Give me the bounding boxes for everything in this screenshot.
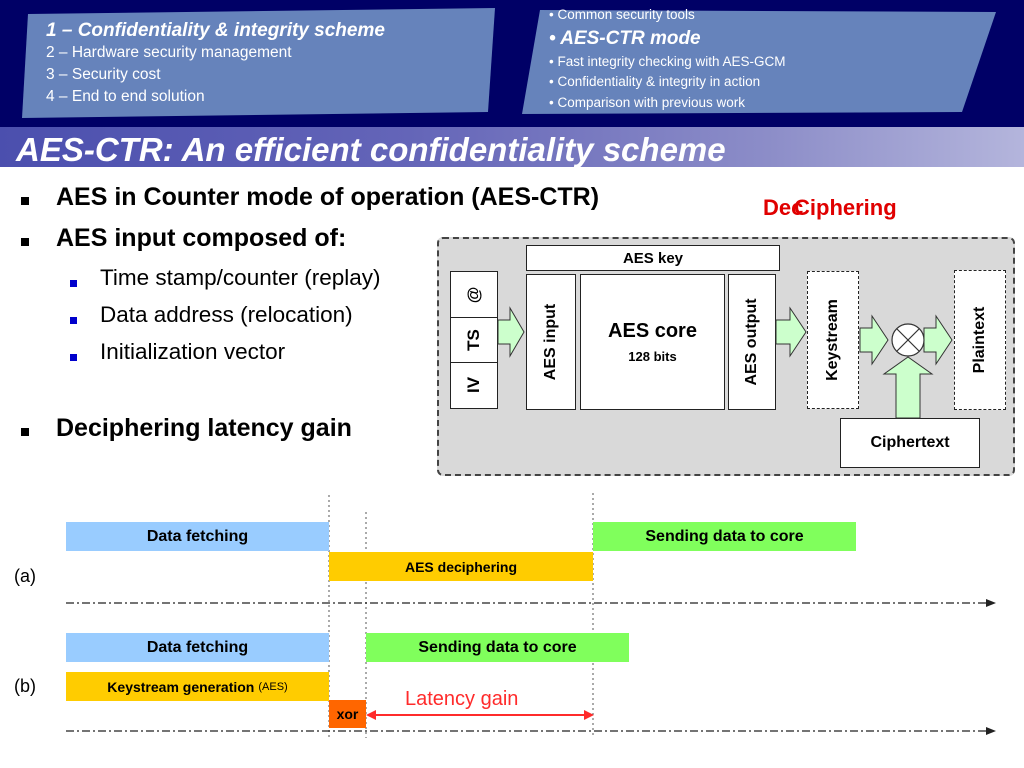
bar-b-keystream-generation: Keystream generation (AES) — [66, 672, 329, 701]
aes-core-bits: 128 bits — [628, 349, 677, 364]
divider — [451, 362, 497, 363]
bar-a-aes-deciphering: AES deciphering — [329, 552, 593, 581]
bar-b-keystream-label: Keystream generation — [107, 678, 255, 695]
aes-key-label: AES key — [622, 249, 684, 267]
latency-arrow-left-icon — [366, 710, 376, 720]
bar-b-data-fetching: Data fetching — [66, 633, 329, 662]
deciphering-label: Dec Ciphering — [763, 195, 897, 221]
bar-a-fetch-label: Data fetching — [146, 527, 249, 545]
latency-arrow-right-icon — [584, 710, 594, 720]
sub-bullet-marker — [70, 280, 77, 287]
sub-bullet-address: Data address (relocation) — [100, 302, 353, 327]
outline-section-2[interactable]: 2 – Hardware security management — [46, 44, 292, 61]
arrow-to-xor — [859, 314, 889, 366]
bullet-aes-input: AES input composed of: — [56, 224, 347, 252]
sub-bullet-marker — [70, 354, 77, 361]
bullet-marker — [21, 428, 29, 436]
keystream-box: Keystream — [807, 271, 859, 409]
bullet-aes-ctr: AES in Counter mode of operation (AES-CT… — [56, 183, 600, 211]
aes-key-box: AES key — [526, 245, 780, 271]
outline-sub-current[interactable]: • AES-CTR mode — [549, 27, 701, 49]
arrow-to-aes-input — [497, 306, 525, 358]
ciphering-text: Ciphering — [794, 195, 897, 220]
aes-input-box: AES input — [526, 274, 576, 410]
arrow-to-keystream — [775, 306, 807, 358]
outline-left: 1 – Confidentiality & integrity scheme 2… — [46, 20, 385, 108]
input-fields-box: @ TS IV — [450, 271, 498, 409]
bar-a-send-label: Sending data to core — [645, 527, 804, 545]
outline-sub-common-tools[interactable]: • Common security tools — [549, 7, 695, 22]
aes-core-label: AES core — [608, 320, 697, 342]
bar-b-keystream-note: (AES) — [258, 680, 288, 693]
header-shapes — [22, 8, 996, 118]
slide-title: AES-CTR: An efficient confidentiality sc… — [16, 131, 726, 168]
outline-sub-action[interactable]: • Confidentiality & integrity in action — [549, 74, 761, 89]
outline-left-box — [22, 8, 495, 118]
ciphertext-box: Ciphertext — [840, 418, 980, 468]
sub-bullet-timestamp: Time stamp/counter (replay) — [100, 265, 381, 290]
bar-b-send-label: Sending data to core — [418, 638, 577, 656]
bullet-marker — [21, 238, 29, 246]
sub-bullet-iv: Initialization vector — [100, 339, 286, 364]
outline-sub-comparison[interactable]: • Comparison with previous work — [549, 94, 746, 110]
case-b-label: (b) — [14, 676, 36, 696]
outline-section-4[interactable]: 4 – End to end solution — [46, 88, 205, 105]
outline-right-box — [522, 10, 996, 114]
xor-symbol-icon — [891, 323, 925, 357]
time-axis-b-arrow-icon — [986, 727, 996, 735]
outline-sub-gcm[interactable]: • Fast integrity checking with AES-GCM — [549, 53, 786, 69]
bar-b-xor-label: xor — [336, 706, 359, 722]
dec-prefix: Dec — [763, 195, 804, 220]
bar-b-sending: Sending data to core — [366, 633, 629, 662]
case-a-label: (a) — [14, 566, 36, 586]
latency-gain-label: Latency gain — [405, 688, 519, 710]
outline-section-3[interactable]: 3 – Security cost — [46, 66, 161, 83]
arrow-to-plaintext — [923, 314, 953, 366]
arrow-ciphertext-to-xor — [882, 356, 934, 419]
time-axis-a-arrow-icon — [986, 599, 996, 607]
bar-b-fetch-label: Data fetching — [146, 638, 249, 656]
bar-b-xor: xor — [329, 700, 366, 728]
ciphertext-label: Ciphertext — [870, 434, 950, 451]
bar-a-decipher-label: AES deciphering — [404, 558, 518, 575]
outline-right: • Common security tools • AES-CTR mode •… — [549, 5, 786, 113]
bullet-latency-gain: Deciphering latency gain — [56, 414, 352, 442]
bullet-marker — [21, 197, 29, 205]
sub-bullet-marker — [70, 317, 77, 324]
outline-current-section[interactable]: 1 – Confidentiality & integrity scheme — [46, 20, 385, 41]
aes-core-box: AES core 128 bits — [580, 274, 725, 410]
bar-a-data-fetching: Data fetching — [66, 522, 329, 551]
plaintext-box: Plaintext — [954, 270, 1006, 410]
divider — [451, 317, 497, 318]
bar-a-sending: Sending data to core — [593, 522, 856, 551]
title-bar — [0, 127, 1024, 167]
